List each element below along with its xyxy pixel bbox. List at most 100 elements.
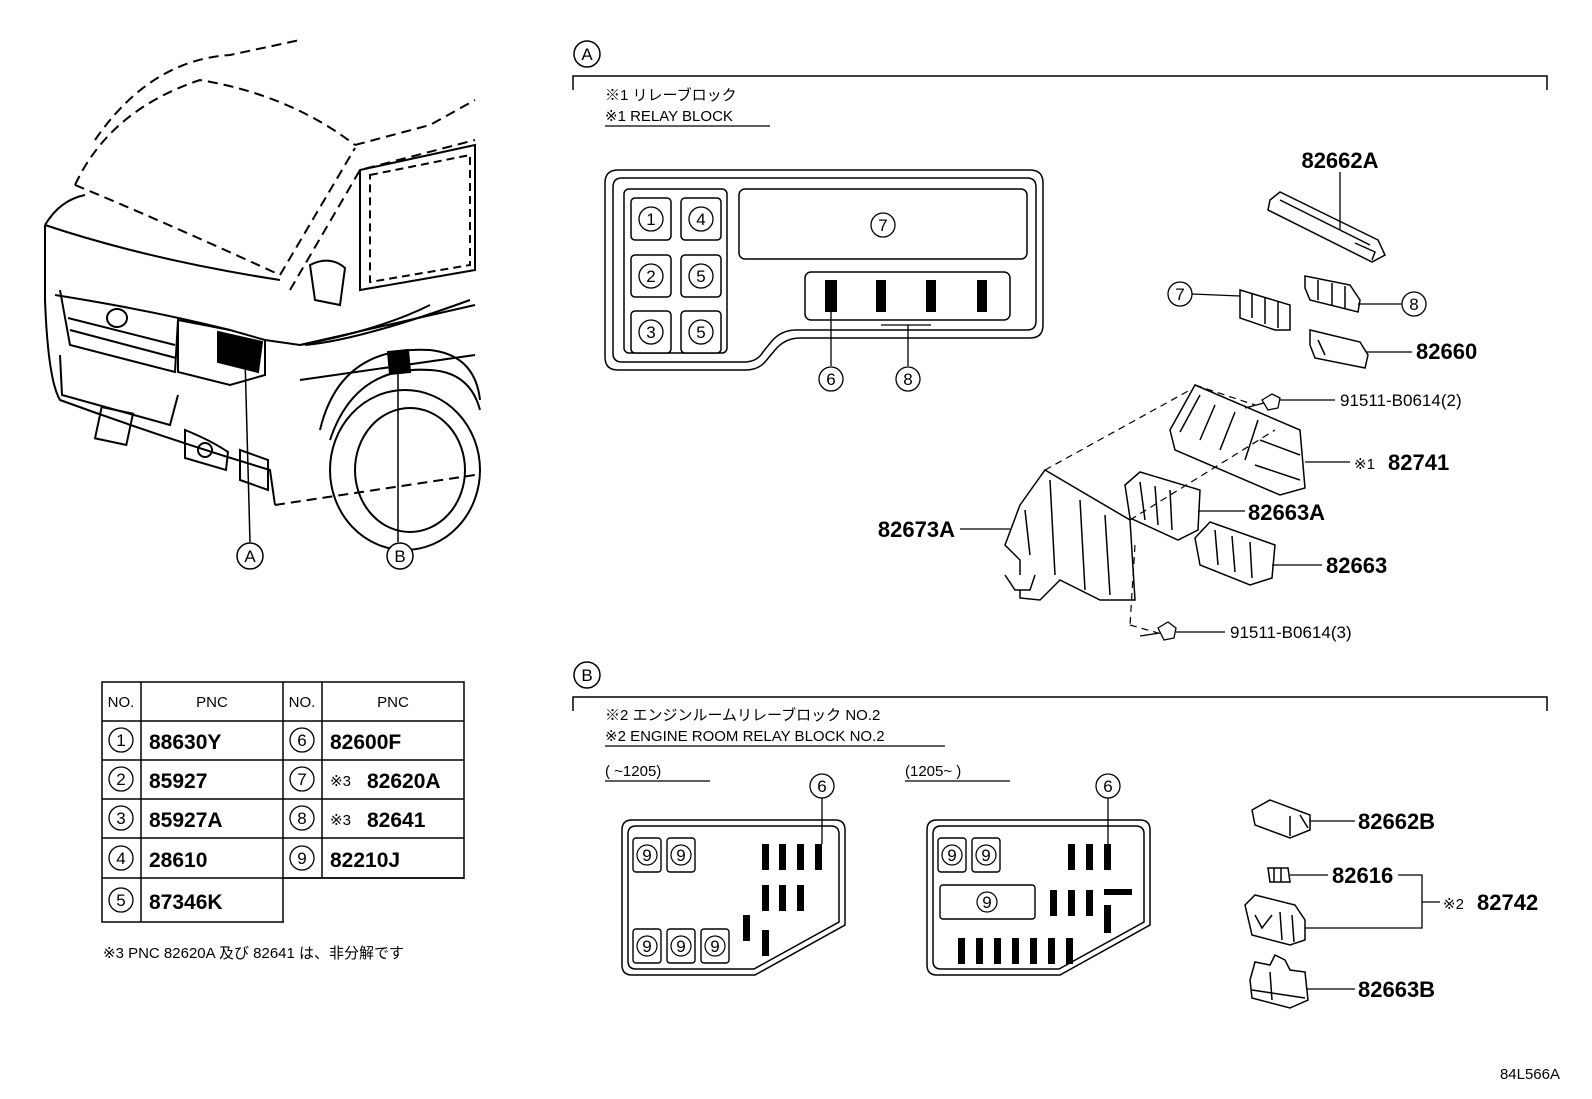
svg-text:6: 6 [1103,777,1112,796]
svg-text:85927A: 85927A [149,809,223,832]
pnc-row: 5 87346K [108,887,223,914]
svg-text:88630Y: 88630Y [149,731,221,754]
svg-text:6: 6 [826,370,835,389]
section-a-title-en: ※1 RELAY BLOCK [605,108,733,125]
variant-right-label: (1205~ ) [905,763,961,780]
part-82616-label: 82616 [1332,863,1393,888]
part-8-shape [1304,275,1361,313]
fuses-b-right [958,844,1132,964]
fuses-b-left [743,844,822,956]
svg-text:B: B [394,547,405,566]
svg-text:6: 6 [817,777,826,796]
pnc-header-pnc1: PNC [196,694,228,711]
svg-text:8: 8 [1409,295,1418,314]
svg-text:※3: ※3 [330,773,351,790]
svg-text:4: 4 [116,849,125,868]
callout-8-part: 8 [1358,291,1427,317]
svg-text:9: 9 [981,846,990,865]
callout-6-b-left: 6 [809,773,835,799]
svg-text:82641: 82641 [367,809,426,832]
svg-text:5: 5 [696,323,705,342]
svg-text:9: 9 [982,893,991,912]
part-82742-prefix: ※2 [1443,896,1464,913]
relay-block-b-left [621,819,846,976]
fuses-a [825,280,987,312]
section-b-title-jp: ※2 エンジンルームリレーブロック NO.2 [605,706,880,724]
svg-text:82600F: 82600F [330,731,401,754]
callout-8-a: 8 [895,366,921,392]
svg-text:7: 7 [1175,285,1184,304]
pnc-header-no1: NO. [108,694,135,711]
relay-cell-3: 3 [630,310,672,354]
part-82660-shape [1309,329,1369,369]
part-82741-label: 82741 [1388,450,1449,475]
svg-text:82210J: 82210J [330,849,400,872]
svg-text:9: 9 [297,849,306,868]
relay-cell-7: 7 [870,212,896,238]
svg-text:28610: 28610 [149,849,207,872]
part-82741-shape [1169,384,1306,496]
relay-cell-2: 2 [630,254,672,298]
svg-text:9: 9 [676,846,685,865]
bolt-lower [1139,621,1177,641]
section-b-title-en: ※2 ENGINE ROOM RELAY BLOCK NO.2 [605,728,885,745]
relay-cell-4: 4 [680,197,722,241]
svg-text:5: 5 [116,891,125,910]
svg-text:7: 7 [878,216,887,235]
relay-block-b-right [926,819,1151,976]
relay-block-a [604,169,1044,371]
svg-text:9: 9 [676,937,685,956]
part-82673A-label: 82673A [878,517,955,542]
svg-text:4: 4 [696,210,705,229]
assembly-lines [1044,384,1276,634]
svg-text:A: A [581,45,593,64]
part-82673A-shape [1004,469,1136,601]
svg-text:1: 1 [646,210,655,229]
section-b-header: B ※2 エンジンルームリレーブロック NO.2 ※2 ENGINE ROOM … [572,661,1548,782]
svg-text:2: 2 [116,770,125,789]
vehicle-callout-b: B [386,542,414,570]
relay-cell-5a: 5 [680,254,722,298]
svg-text:※3: ※3 [330,812,351,829]
part-82663-label: 82663 [1326,553,1387,578]
part-82662B-label: 82662B [1358,809,1435,834]
svg-text:9: 9 [710,937,719,956]
svg-text:5: 5 [696,267,705,286]
svg-text:9: 9 [947,846,956,865]
part-91511-3-label: 91511-B0614(3) [1230,623,1352,642]
svg-text:3: 3 [646,323,655,342]
part-82662B-shape [1251,799,1311,839]
part-82616-shape [1267,867,1291,883]
relay-cells-b-left: 9 9 9 9 9 [632,837,730,964]
svg-text:8: 8 [297,809,306,828]
svg-text:1: 1 [116,731,125,750]
pnc-header-no2: NO. [289,694,316,711]
svg-text:87346K: 87346K [149,891,223,914]
diagram-code: 84L566A [1500,1066,1560,1083]
part-82663A-label: 82663A [1248,500,1325,525]
svg-text:9: 9 [642,846,651,865]
svg-text:A: A [244,547,256,566]
part-82662A-shape [1267,191,1386,263]
section-a-title-jp: ※1 リレーブロック [605,86,737,104]
relay-cell-1: 1 [630,197,672,241]
pnc-row: 4 28610 9 82210J [108,845,400,872]
part-82663B-shape [1249,953,1309,1009]
pnc-table: NO. PNC NO. PNC 1 88630Y 6 82600F 2 8592… [101,681,465,923]
pnc-header-pnc2: PNC [377,694,409,711]
block-a-leaders [830,312,931,366]
svg-text:B: B [581,666,592,685]
svg-text:2: 2 [646,267,655,286]
pnc-row: 3 85927A 8 ※3 82641 [108,805,426,832]
svg-text:8: 8 [903,370,912,389]
vehicle-illustration [44,39,481,551]
part-91511-2-label: 91511-B0614(2) [1340,391,1462,410]
part-82663B-label: 82663B [1358,977,1435,1002]
vehicle-callout-a: A [236,542,264,570]
svg-text:9: 9 [642,937,651,956]
section-a-header: A ※1 リレーブロック ※1 RELAY BLOCK [572,40,1548,127]
part-82742-shape [1244,894,1306,946]
callout-6-b-right: 6 [1095,773,1121,799]
callout-6-a: 6 [818,366,844,392]
